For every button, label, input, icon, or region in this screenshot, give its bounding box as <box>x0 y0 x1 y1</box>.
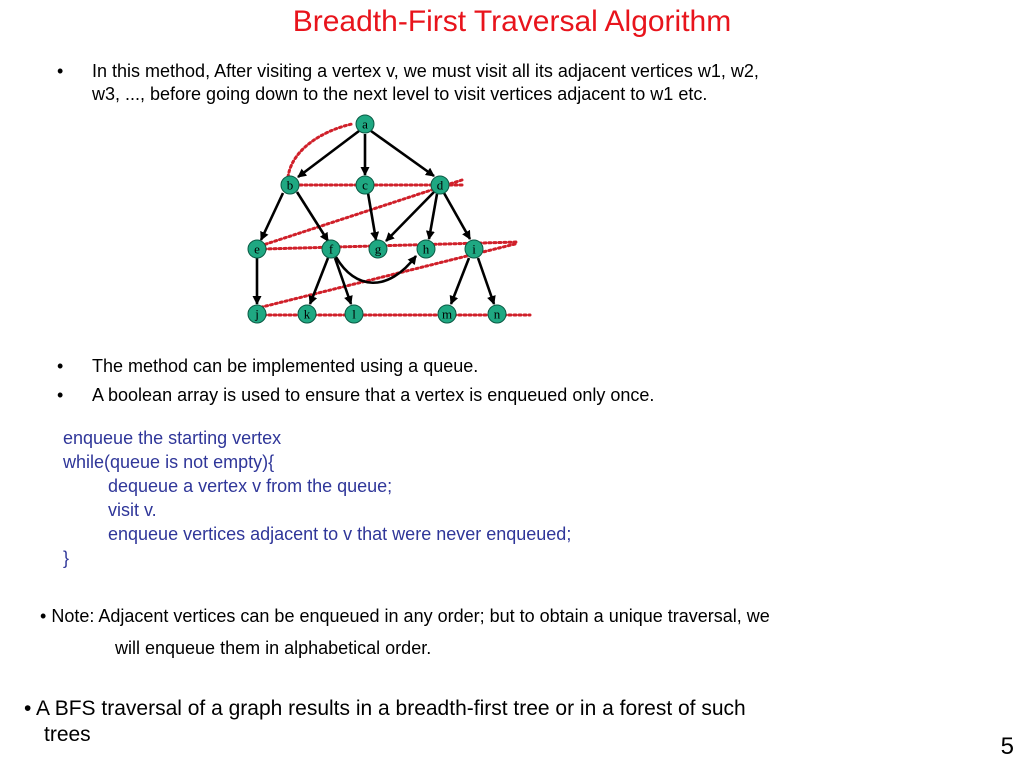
code-line: } <box>63 548 70 568</box>
code-line: while(queue is not empty){ <box>63 452 275 472</box>
code-line: enqueue vertices adjacent to v that were… <box>108 524 572 544</box>
bullet-marker: • <box>57 385 64 405</box>
node-a: a <box>355 114 375 134</box>
graph-edges <box>252 129 496 305</box>
bullet-line-2: w3, ..., before going down to the next l… <box>92 84 708 104</box>
bullet-marker: • <box>57 61 64 81</box>
bullet-marker: • <box>57 356 64 376</box>
note-line-1: • Note: Adjacent vertices can be enqueue… <box>40 604 1000 628</box>
node-label: c <box>362 178 368 193</box>
edge-f-k <box>308 257 330 305</box>
node-label: i <box>472 242 476 257</box>
edge-i-m <box>449 257 471 305</box>
edge-c-g <box>366 192 380 241</box>
edge-b-f <box>295 191 330 242</box>
node-label: n <box>494 307 501 322</box>
node-j: j <box>247 304 267 324</box>
edge-b-e <box>259 192 285 241</box>
node-l: l <box>344 304 364 324</box>
node-h: h <box>416 239 436 259</box>
pseudocode-block: enqueue the starting vertex while(queue … <box>63 426 763 570</box>
node-label: a <box>362 117 368 132</box>
node-label: m <box>442 307 452 322</box>
node-label: j <box>254 307 259 322</box>
edge-d-h <box>425 193 439 240</box>
edge-a-b <box>297 129 360 179</box>
traversal-segment <box>258 178 464 248</box>
edge-d-g <box>385 191 435 242</box>
node-label: f <box>329 242 334 257</box>
note-marker: • <box>40 606 47 626</box>
node-label: k <box>304 307 311 322</box>
code-line: enqueue the starting vertex <box>63 428 282 448</box>
slide-title: Breadth-First Traversal Algorithm <box>292 5 732 38</box>
node-k: k <box>297 304 317 324</box>
bullet-boolean-array: • A boolean array is used to ensure that… <box>57 384 857 408</box>
edge-f-h <box>334 255 418 284</box>
bfs-line-1: • A BFS traversal of a graph results in … <box>24 697 746 720</box>
bfs-graph-diagram: a b c d e f g h i j k l m n <box>247 114 532 324</box>
node-i: i <box>464 239 484 259</box>
traversal-segment <box>286 122 354 179</box>
note-line-2: will enqueue them in alphabetical order. <box>115 638 432 658</box>
bfs-line-2: trees <box>44 723 91 746</box>
note-paragraph: • Note: Adjacent vertices can be enqueue… <box>40 604 1000 660</box>
node-label: d <box>437 178 444 193</box>
code-line: dequeue a vertex v from the queue; <box>108 476 393 496</box>
page-number: 5 <box>1000 733 1014 760</box>
bullet-line-1: In this method, After visiting a vertex … <box>92 61 759 81</box>
edge-f-l <box>333 257 353 305</box>
node-g: g <box>368 239 388 259</box>
note-text: Note: Adjacent vertices can be enqueued … <box>46 606 770 626</box>
node-d: d <box>430 175 450 195</box>
edge-a-d <box>370 129 435 178</box>
bullet-text: A boolean array is used to ensure that a… <box>92 385 655 405</box>
node-m: m <box>437 304 457 324</box>
bfs-tree-paragraph: • A BFS traversal of a graph results in … <box>24 694 944 750</box>
bullet-bfs-method: • In this method, After visiting a verte… <box>57 60 957 108</box>
node-label: g <box>375 242 382 257</box>
node-b: b <box>280 175 300 195</box>
edge-d-i <box>442 192 472 240</box>
bullet-text: In this method, After visiting a vertex … <box>92 60 952 106</box>
node-label: l <box>352 307 356 322</box>
bullet-text: The method can be implemented using a qu… <box>92 356 479 376</box>
node-n: n <box>487 304 507 324</box>
graph-nodes: a b c d e f g h i j k l m n <box>247 114 507 324</box>
code-line: visit v. <box>108 500 157 520</box>
node-label: b <box>287 178 294 193</box>
node-f: f <box>321 239 341 259</box>
node-e: e <box>247 239 267 259</box>
bullet-queue: • The method can be implemented using a … <box>57 355 757 379</box>
edge-i-n <box>476 257 496 305</box>
node-c: c <box>355 175 375 195</box>
node-label: h <box>423 242 430 257</box>
node-label: e <box>254 242 260 257</box>
